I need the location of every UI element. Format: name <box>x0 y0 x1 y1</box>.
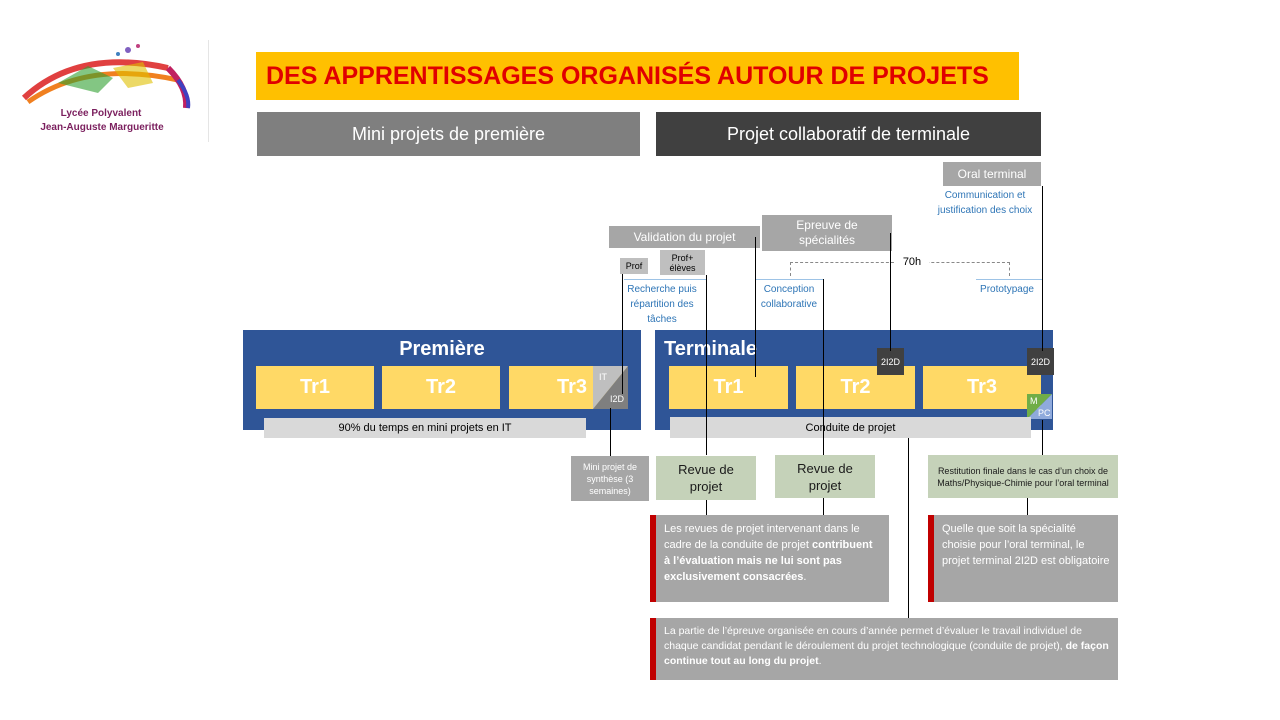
note-marker <box>650 515 656 602</box>
terminale-tr1: Tr1 <box>669 366 788 409</box>
line-conduite <box>908 438 909 618</box>
premiere-title: Première <box>399 338 485 360</box>
note-marker <box>928 515 934 602</box>
terminale-title: Terminale <box>664 338 757 360</box>
mini-synthese-box: Mini projet de synthèse (3 semaines) <box>571 456 649 501</box>
conception-label: Conception collaborative <box>760 284 818 310</box>
premiere-tr2: Tr2 <box>382 366 500 409</box>
note-epreuve: La partie de l’épreuve organisée en cour… <box>650 618 1118 680</box>
logo-arcs-icon <box>21 44 191 109</box>
it-label: IT <box>599 372 607 382</box>
terminale-bar: Conduite de projet <box>670 417 1031 438</box>
line-prof <box>622 274 623 394</box>
oral-desc-label: Communication et justification des choix <box>937 190 1033 216</box>
revue-box-1: Revue de projet <box>656 456 756 500</box>
header-premiere: Mini projets de première <box>257 112 640 156</box>
logo-line2: Jean-Auguste Margueritte <box>40 122 164 133</box>
line-revue1-down <box>706 500 707 515</box>
it-i2d-split <box>593 366 628 409</box>
logo-divider <box>208 40 209 142</box>
line-revue2-down <box>823 498 824 515</box>
prototypage-label: Prototypage <box>980 284 1034 295</box>
pc-label: PC <box>1038 408 1051 418</box>
tag-2i2d-tr2: 2I2D <box>877 348 904 375</box>
note-epreuve-end: . <box>818 655 822 667</box>
line-restitution-down <box>1027 498 1028 515</box>
note-specialite: Quelle que soit la spécialité choisie po… <box>928 515 1118 602</box>
prof-eleves-box: Prof+ élèves <box>660 250 705 275</box>
line-prof-eleves <box>706 275 707 455</box>
line-oral-low <box>1042 420 1043 455</box>
line-synthese <box>610 408 611 456</box>
note-revues-bold2: mais ne lui sont pas exclusivement consa… <box>664 555 842 583</box>
epreuve-box: Epreuve de spécialités <box>762 215 892 251</box>
recherche-label: Recherche puis répartition des tâches <box>627 284 697 325</box>
terminale-tr3: Tr3 <box>923 366 1041 409</box>
note-revues: Les revues de projet intervenant dans le… <box>650 515 889 602</box>
logo: Lycée Polyvalent Jean-Auguste Margueritt… <box>18 38 208 142</box>
note-revues-text: Les revues de projet intervenant dans le… <box>664 523 860 551</box>
m-label: M <box>1030 396 1038 406</box>
note-specialite-text: Quelle que soit la spécialité choisie po… <box>942 523 1110 567</box>
tag-2i2d-tr3: 2I2D <box>1027 348 1054 375</box>
oral-terminal-box: Oral terminal <box>943 162 1041 186</box>
prof-box: Prof <box>620 258 648 274</box>
recherche-line <box>624 279 706 280</box>
conception-line <box>756 279 824 280</box>
m-pc-split <box>1027 394 1052 419</box>
note-epreuve-bold: de façon continue tout au long du projet <box>664 640 1109 667</box>
revue-box-2: Revue de projet <box>775 455 875 498</box>
note-revues-bold1: contribuent à l’évaluation <box>664 539 873 567</box>
header-terminale: Projet collaboratif de terminale <box>656 112 1041 156</box>
i2d-label: I2D <box>610 394 625 404</box>
note-marker <box>650 618 656 680</box>
restitution-box: Restitution finale dans le cas d’un choi… <box>928 455 1118 498</box>
line-validation <box>755 237 756 377</box>
line-epreuve <box>890 233 891 351</box>
line-conception <box>823 279 824 455</box>
note-revues-end: . <box>803 571 807 583</box>
logo-line1: Lycée Polyvalent <box>60 108 142 119</box>
prototypage-line <box>976 279 1042 280</box>
terminale-tr2: Tr2 <box>796 366 915 409</box>
premiere-bar: 90% du temps en mini projets en IT <box>264 418 586 438</box>
validation-box: Validation du projet <box>609 226 760 248</box>
premiere-tr1: Tr1 <box>256 366 374 409</box>
note-epreuve-text: La partie de l’épreuve organisée en cour… <box>664 625 1082 652</box>
line-oral <box>1042 186 1043 351</box>
duration-label: 70h <box>895 254 929 270</box>
page-title: DES APPRENTISSAGES ORGANISÉS AUTOUR DE P… <box>256 52 1019 100</box>
